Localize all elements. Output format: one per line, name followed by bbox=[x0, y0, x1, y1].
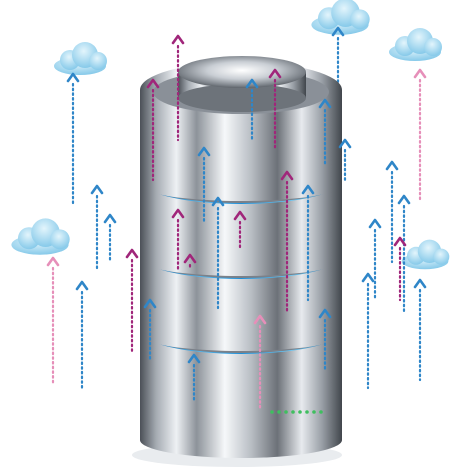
upload-arrow-icon bbox=[171, 208, 185, 272]
upload-arrow-icon bbox=[245, 78, 259, 142]
cloud-icon bbox=[389, 28, 442, 61]
database-stack-icon bbox=[132, 56, 342, 467]
upload-arrow-icon bbox=[361, 272, 375, 390]
upload-arrow-icon bbox=[66, 72, 80, 207]
cloud-icon bbox=[11, 218, 70, 255]
cloud-icon bbox=[54, 42, 107, 75]
upload-arrow-icon bbox=[253, 314, 267, 412]
upload-arrow-icon bbox=[413, 68, 427, 202]
upload-arrow-icon bbox=[393, 236, 407, 302]
upload-arrow-icon bbox=[413, 278, 427, 382]
upload-arrow-icon bbox=[280, 170, 294, 314]
upload-arrow-icon bbox=[187, 353, 201, 402]
upload-arrow-icon bbox=[171, 34, 185, 142]
upload-arrow-icon bbox=[318, 98, 332, 167]
upload-arrow-icon bbox=[146, 78, 160, 182]
upload-arrow-icon bbox=[46, 256, 60, 387]
database-top-cap bbox=[178, 56, 306, 88]
upload-arrow-icon bbox=[268, 68, 282, 152]
indicator-lights bbox=[270, 410, 323, 414]
upload-arrow-icon bbox=[183, 253, 197, 270]
upload-arrow-icon bbox=[143, 298, 157, 362]
upload-arrow-icon bbox=[385, 160, 399, 264]
upload-arrow-icon bbox=[125, 248, 139, 354]
upload-arrow-icon bbox=[103, 213, 117, 264]
upload-arrow-icon bbox=[233, 210, 247, 250]
upload-arrow-icon bbox=[75, 280, 89, 390]
upload-arrow-icon bbox=[197, 146, 211, 224]
upload-arrow-icon bbox=[397, 194, 411, 314]
upload-arrow-icon bbox=[338, 138, 352, 184]
database-disk-1 bbox=[140, 56, 342, 201]
upload-arrow-icon bbox=[318, 308, 332, 372]
upload-arrow-icon bbox=[90, 184, 104, 272]
upload-arrow-icon bbox=[301, 184, 315, 302]
cloud-icon bbox=[311, 0, 370, 35]
upload-arrow-icon bbox=[211, 196, 225, 310]
upload-arrow-icon bbox=[368, 218, 382, 302]
cloud-icon bbox=[401, 239, 450, 270]
